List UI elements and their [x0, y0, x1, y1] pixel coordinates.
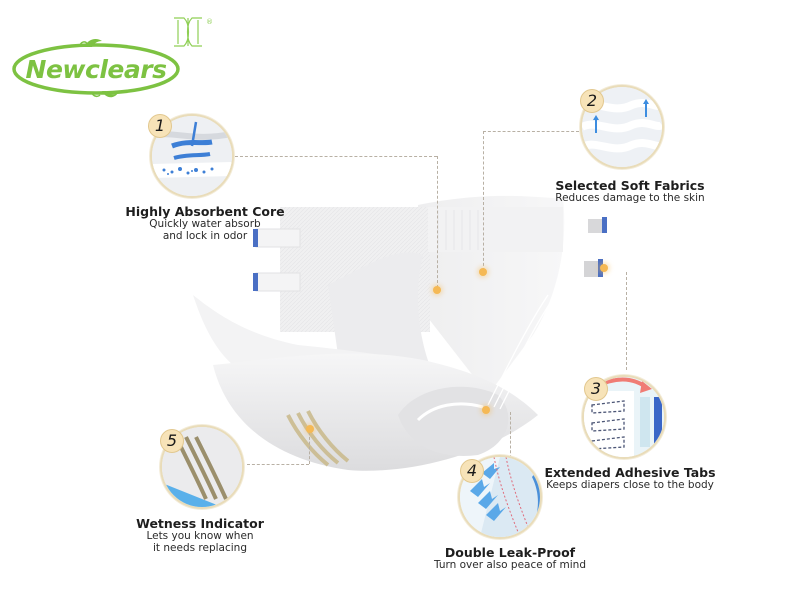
- connector-line-5: [247, 464, 309, 465]
- feature-number-badge-2: 2: [580, 89, 604, 113]
- connector-line-2: [483, 131, 579, 132]
- hotspot-dot-3[interactable]: [600, 264, 608, 272]
- feature-description-line: and lock in odor: [162, 230, 248, 242]
- feature-title: Selected Soft Fabrics: [555, 178, 705, 193]
- logo-text: Newclears: [25, 54, 167, 84]
- svg-text:®: ®: [206, 18, 213, 26]
- diaper-product-image: [188, 185, 628, 475]
- feature-description-line: Turn over also peace of mind: [434, 559, 586, 571]
- connector-line-4: [510, 412, 511, 458]
- feature-description-line: Reduces damage to the skin: [555, 192, 705, 204]
- brand-logo: Newclears: [10, 35, 182, 103]
- connector-line-3: [626, 272, 627, 370]
- feature-description-line: Quickly water absorb: [149, 218, 261, 230]
- connector-line-1-drop: [437, 156, 438, 288]
- feature-description-line: Lets you know when: [146, 530, 254, 542]
- leak-proof-image: [458, 455, 542, 539]
- brand-mark-icon: ®: [172, 14, 218, 50]
- hotspot-dot-1[interactable]: [433, 286, 441, 294]
- feature-absorbent-core: 1 Highly Absorbent Core Quickly water ab…: [110, 110, 300, 242]
- logo-ellipse-icon: [12, 39, 180, 98]
- connector-line-2-drop: [483, 131, 484, 271]
- feature-title: Highly Absorbent Core: [125, 204, 285, 219]
- feature-number-badge-3: 3: [584, 377, 608, 401]
- feature-wetness-indicator: 5 Wetness Indicator Lets you know when i…: [110, 425, 290, 555]
- feature-number-badge-1: 1: [148, 114, 172, 138]
- feature-leak-proof: 4 Double Leak-Proof Turn over also peace…: [420, 455, 600, 575]
- connector-line-1: [235, 156, 437, 157]
- hotspot-dot-4[interactable]: [482, 406, 490, 414]
- feature-number-badge-4: 4: [460, 459, 484, 483]
- feature-description-line: it needs replacing: [153, 542, 247, 554]
- feature-description-line: Keeps diapers close to the body: [546, 479, 714, 491]
- hotspot-dot-2[interactable]: [479, 268, 487, 276]
- feature-title: Wetness Indicator: [136, 516, 264, 531]
- feature-title: Extended Adhesive Tabs: [544, 465, 716, 480]
- feature-adhesive-tabs: 3 Extended Adhesive Tabs Keeps diapers c…: [540, 375, 720, 495]
- feature-title: Double Leak-Proof: [444, 545, 576, 560]
- hotspot-dot-5[interactable]: [306, 425, 314, 433]
- connector-line-5-rise: [309, 432, 310, 464]
- feature-soft-fabrics: 2 Selected Soft Fabrics Reduces damage t…: [530, 85, 730, 205]
- feature-number-badge-5: 5: [160, 429, 184, 453]
